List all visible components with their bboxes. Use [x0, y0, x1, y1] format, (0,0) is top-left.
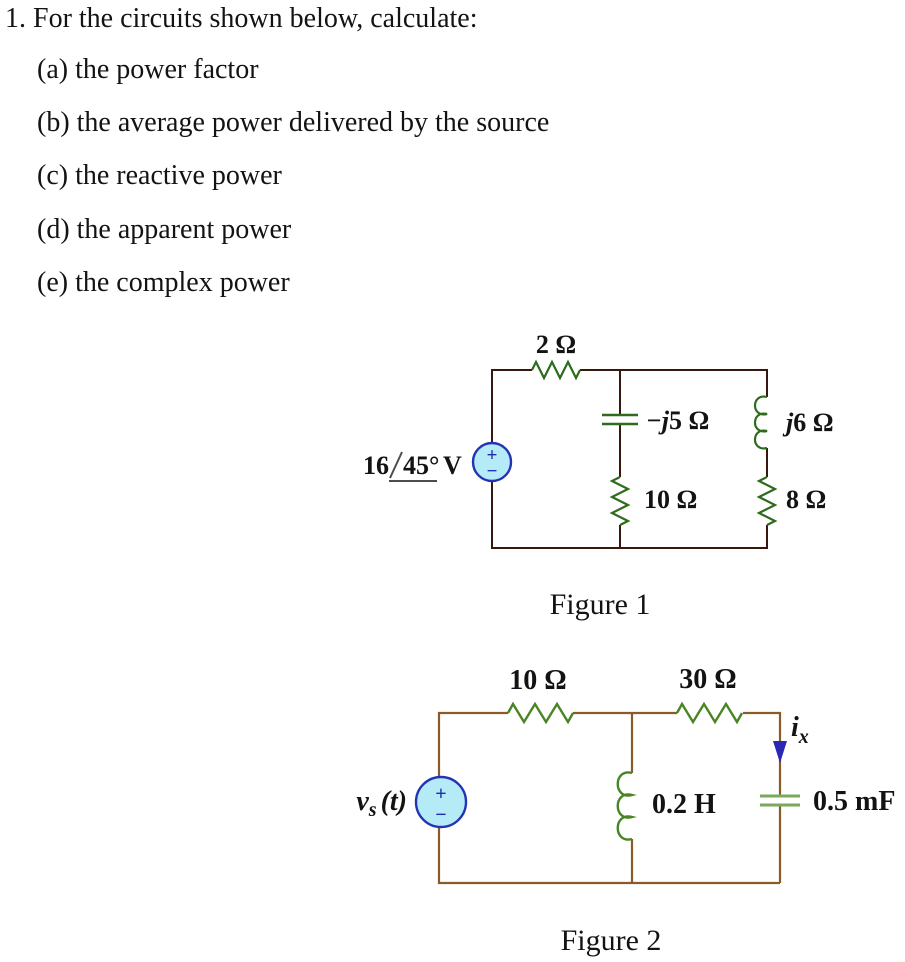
label-minus-j5-ohm: −j5 Ω [646, 406, 709, 435]
label-8-ohm: 8 Ω [786, 485, 826, 514]
current-arrow-icon [773, 741, 787, 763]
source-plus-sign: + [487, 445, 498, 466]
capacitor-0point5-millifarad [760, 794, 800, 807]
figure1-caption: Figure 1 [550, 588, 651, 621]
problem-item-e: (e) the complex power [37, 267, 290, 298]
resistor-10-ohm [609, 476, 631, 526]
label-10-ohm: 10 Ω [644, 485, 697, 514]
label-10-ohm-fig2: 10 Ω [509, 665, 566, 696]
problem-item-a: (a) the power factor [37, 54, 259, 85]
source-plus-sign-fig2: + [435, 783, 446, 805]
problem-item-c: (c) the reactive power [37, 160, 282, 191]
problem-item-b: (b) the average power delivered by the s… [37, 107, 550, 138]
voltage-source-icon [471, 441, 513, 483]
problem-item-d: (d) the apparent power [37, 214, 292, 245]
source-minus-sign: − [487, 461, 498, 482]
source-label-vst: vs(t) [356, 786, 407, 821]
figure2-circuit-diagram: + − vs(t) 10 Ω 30 Ω 0.2 H 0.5 mF ix Figu… [356, 664, 895, 957]
resistor-8-ohm [756, 476, 778, 526]
source-magnitude-label: 16 [363, 451, 389, 480]
label-j6-ohm: j6 Ω [782, 408, 834, 437]
label-current-ix: ix [791, 712, 809, 748]
resistor-30-ohm-fig2 [675, 701, 744, 725]
source-minus-sign-fig2: − [435, 804, 446, 826]
label-2-ohm: 2 Ω [536, 330, 576, 359]
problem-title: 1. For the circuits shown below, calcula… [5, 3, 478, 34]
source-unit-label: V [443, 451, 462, 480]
inductor-j6-ohm [753, 395, 768, 450]
voltage-source-icon-fig2 [414, 775, 468, 829]
label-inductor-fig2: 0.2 H [652, 789, 716, 820]
inductor-0point2-henry [616, 771, 637, 841]
label-30-ohm-fig2: 30 Ω [679, 664, 736, 695]
resistor-2-ohm [531, 359, 581, 381]
figure1-circuit-diagram: + − 16 45° V 2 Ω −j5 Ω 10 Ω j6 Ω 8 Ω Fig… [363, 330, 834, 621]
figure2-caption: Figure 2 [561, 924, 662, 957]
figure1-wires [491, 369, 768, 549]
phasor-angle-slash [389, 451, 403, 479]
resistor-10-ohm-fig2 [506, 701, 575, 725]
label-capacitor-fig2: 0.5 mF [813, 786, 895, 817]
figure2-wires [437, 711, 782, 885]
source-angle-label: 45° [403, 451, 439, 480]
capacitor-minus-j5-ohm [602, 413, 638, 426]
